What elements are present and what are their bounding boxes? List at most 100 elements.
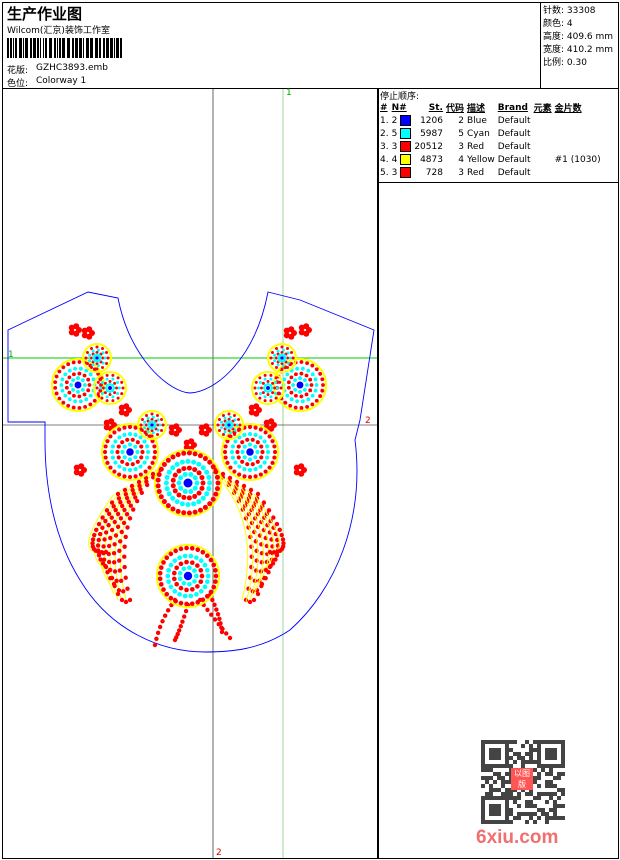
medallion-dot [258,464,263,469]
bead-dot [121,589,126,594]
barcode-bar [19,38,22,58]
medallion-dot [72,372,76,377]
design-outline [7,291,375,653]
qr-module [505,808,509,812]
medallion-dot [281,348,285,352]
cell-seq: #1 (1030) [554,154,601,165]
qr-module [505,780,509,784]
bead-dot [270,561,276,566]
barcode-bar [75,38,78,58]
medallion-dot [279,386,283,390]
barcode-bar [103,38,105,58]
qr-module [541,740,545,744]
qr-module [561,752,565,756]
bead-dot [267,564,273,570]
medallion-dot [262,439,267,444]
yellow-fringe [218,473,254,603]
medallion-dot [215,480,221,486]
column-header: N# [391,102,407,113]
qr-module [553,804,557,808]
medallion-dot [309,383,314,387]
medallion-dot [125,462,130,467]
medallion-dot [257,386,261,390]
bead-dot [218,621,223,626]
medallion-dot [165,457,171,463]
qr-module [493,804,497,808]
flower-petal [203,423,210,430]
medallion-dot [300,366,305,371]
medallion-dot [143,420,147,424]
yellow-fringe [232,481,264,595]
medallion-dot [196,470,202,476]
qr-module [525,804,529,808]
medallion-dot [95,353,99,357]
medallion-dot [286,366,290,370]
medallion-dot [108,390,112,394]
bead-dot [251,597,257,603]
qr-module [557,764,561,768]
medallion-dot [151,415,155,419]
medallion-dot [192,509,198,515]
bead-dot [119,597,125,603]
medallion-dot [111,395,115,399]
qr-module [553,812,557,816]
qr-module [489,808,493,812]
medallion-dot [72,393,76,398]
medallion-dot [200,495,206,501]
bead-dot [241,483,247,489]
qr-module [537,752,541,756]
qr-module [553,748,557,752]
medallion-dot [116,444,121,449]
bead-dot [125,586,130,591]
medallion-dot [161,423,165,427]
medallion-dot [210,464,216,470]
qr-module [485,792,489,796]
qr-module [557,776,561,780]
qr-module [481,740,485,744]
qr-module [505,744,509,748]
medallion-center [150,423,154,427]
medallion-dot [77,360,82,364]
bead-dot [118,516,124,521]
qr-module [505,796,509,800]
medallion-dot [263,469,268,474]
qr-module [497,748,501,752]
medallion-dot [113,460,118,465]
qr-module [561,772,565,776]
medallion-dot [206,486,212,492]
medallion-dot [116,376,120,380]
medallion-dot [168,595,174,601]
medallion-dot [112,469,117,474]
bead-dot [122,554,127,559]
bead-dot [133,495,138,500]
medallion-dot [88,372,93,377]
bead-dot [125,525,130,530]
medallion-dot [186,510,192,516]
bead-dot [255,491,261,497]
qr-module [549,768,553,772]
medallion-dot [195,584,200,589]
medallion-dot [150,439,155,444]
medallion-dot [111,373,115,377]
medallion-dot [266,382,270,386]
medallion-dot [98,388,103,393]
flower-petal [183,444,190,451]
bead-dot [115,524,121,530]
bead-dot [210,597,215,603]
bead-dot [116,496,122,501]
swatch-cell [400,140,414,153]
medallion-dot [250,437,255,442]
qr-module [553,800,557,804]
medallion-dot [148,425,152,429]
medallion-dot [53,380,58,385]
medallion-dot [313,377,318,382]
qr-module [521,760,525,764]
qr-module [497,740,501,744]
medallion-dot [113,391,117,395]
bead-dot [217,616,222,622]
qr-module [481,820,485,824]
qr-module [489,820,493,824]
qr-module [537,764,541,768]
qr-module [509,808,513,812]
medallion-dot [302,378,307,383]
